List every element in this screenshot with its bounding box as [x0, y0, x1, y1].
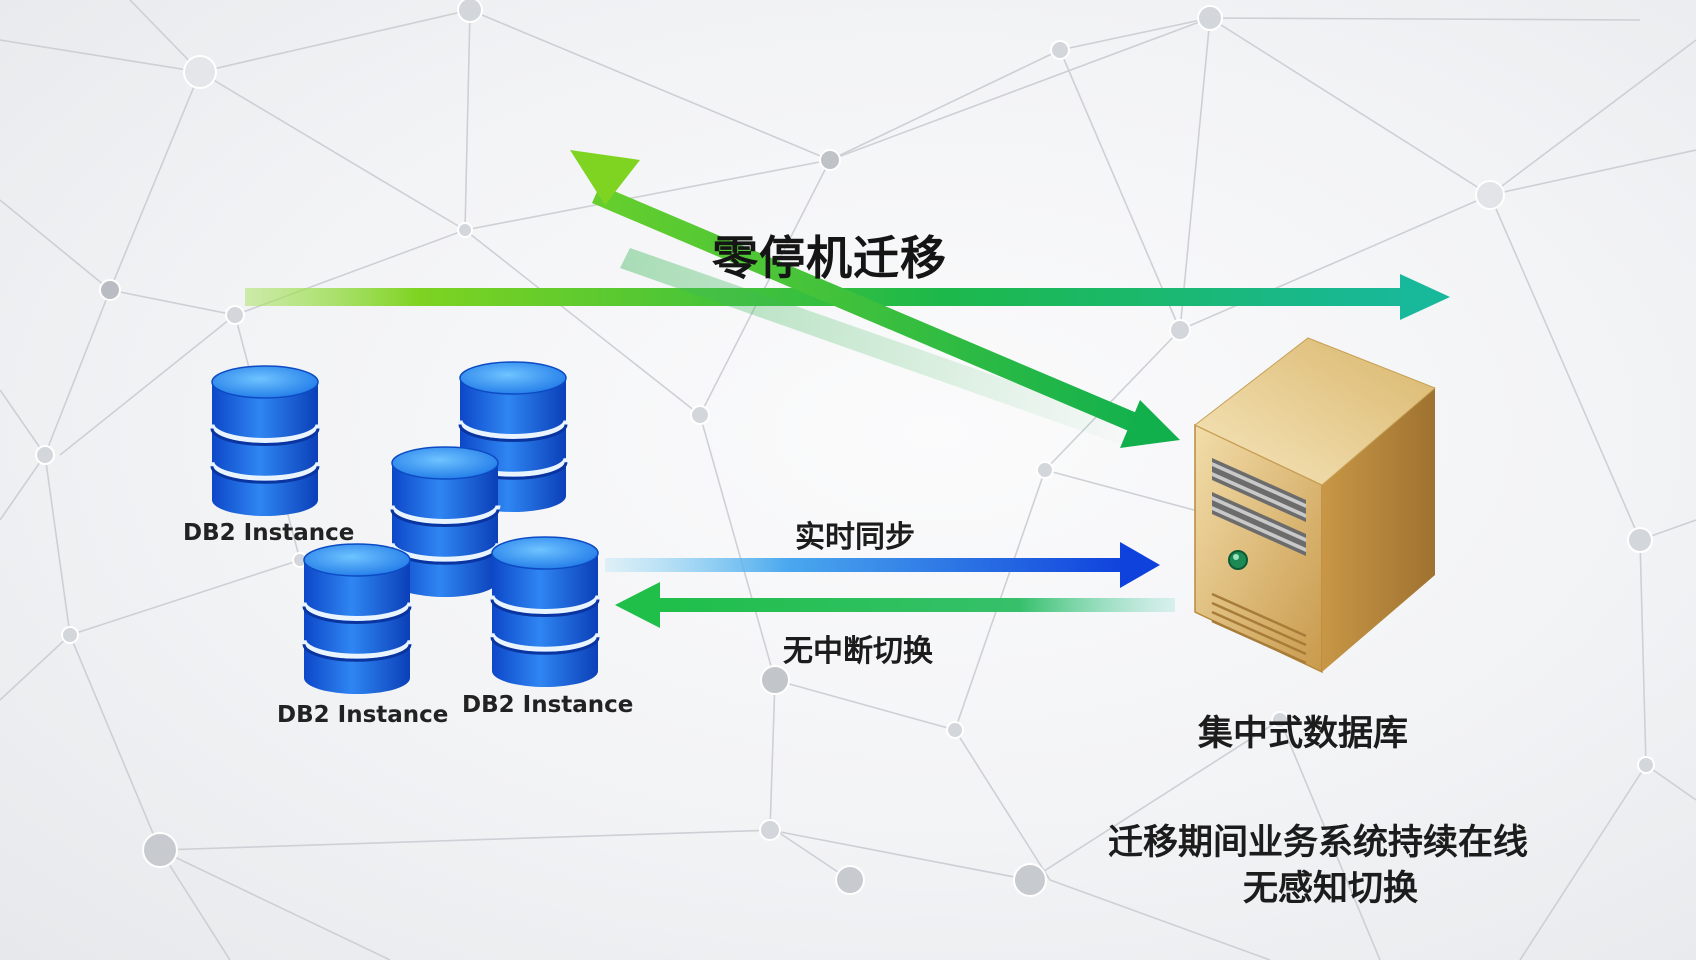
db-label-2: DB2 Instance: [277, 702, 449, 728]
migration-arrow-diagonal: [570, 150, 1180, 452]
db2-instance-3: [389, 446, 501, 597]
db2-instance-5: [489, 536, 601, 687]
note-line-1: 迁移期间业务系统持续在线: [1108, 823, 1529, 863]
db2-instance-1: [209, 365, 321, 516]
diagram-title: 零停机迁移: [712, 231, 947, 285]
sync-label: 实时同步: [795, 520, 915, 555]
db-label-3: DB2 Instance: [462, 692, 634, 718]
note-line-2: 无感知切换: [1243, 869, 1419, 909]
db2-instances: [209, 361, 601, 694]
switch-arrow: [615, 582, 1175, 628]
db2-instance-4: [301, 543, 413, 694]
server-icon: [1194, 337, 1436, 674]
server-label: 集中式数据库: [1198, 714, 1409, 754]
db-label-1: DB2 Instance: [183, 520, 355, 546]
switch-label: 无中断切换: [783, 634, 933, 669]
sync-arrow: [605, 542, 1160, 588]
background-nodes: [35, 0, 1655, 897]
